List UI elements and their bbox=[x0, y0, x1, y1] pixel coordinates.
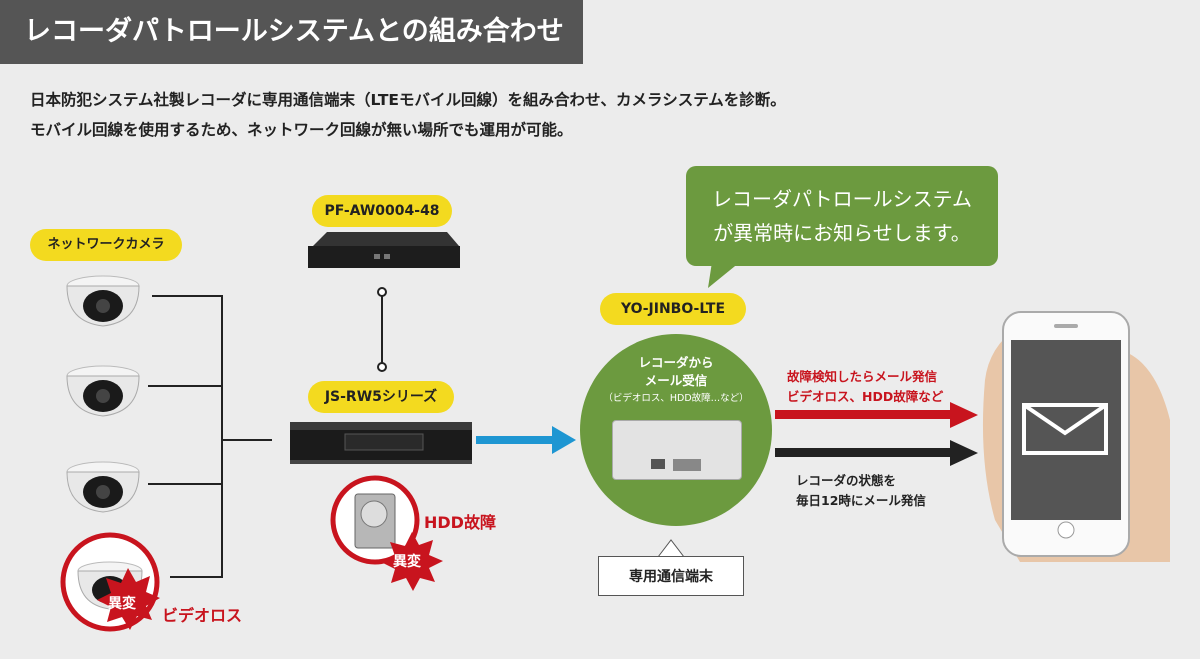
description-line-2: モバイル回線を使用するため、ネットワーク回線が無い場所でも運用が可能。 bbox=[30, 121, 573, 139]
blue-arrow bbox=[476, 426, 576, 454]
callout-tail bbox=[708, 262, 740, 288]
caption-tail bbox=[656, 539, 686, 558]
burst-icon bbox=[381, 532, 443, 591]
red-arrow-line-1: 故障検知したらメール発信 bbox=[787, 369, 938, 384]
rack-switch-icon bbox=[308, 232, 460, 268]
black-arrow-line-2: 毎日12時にメール発信 bbox=[796, 493, 926, 508]
hdd-icon bbox=[330, 475, 420, 565]
burst-icon bbox=[97, 568, 160, 630]
hdd-failure-label: HDD故障 bbox=[424, 513, 496, 532]
dome-camera-icon bbox=[66, 461, 140, 513]
page-title: レコーダパトロールシステムとの組み合わせ bbox=[0, 0, 583, 64]
camera-alert-badge: 異変 bbox=[108, 596, 136, 612]
video-loss-label: ビデオロス bbox=[162, 606, 243, 625]
switch-recorder-link bbox=[377, 287, 387, 372]
hdd-alert-badge: 異変 bbox=[393, 554, 421, 570]
terminal-circle-line-2: メール受信 bbox=[644, 373, 708, 388]
serial-port-icon bbox=[673, 459, 701, 471]
dome-camera-icon bbox=[66, 365, 140, 417]
switch-label: PF-AW0004-48 bbox=[312, 195, 452, 227]
lte-terminal-icon bbox=[612, 420, 742, 480]
notification-callout: レコーダパトロールシステム が異常時にお知らせします。 bbox=[686, 166, 998, 266]
red-arrow-line-2: ビデオロス、HDD故障など bbox=[787, 389, 944, 404]
callout-line-2: が異常時にお知らせします。 bbox=[713, 221, 971, 245]
terminal-circle-line-1: レコーダから bbox=[638, 355, 714, 370]
description-line-1: 日本防犯システム社製レコーダに専用通信端末（LTEモバイル回線）を組み合わせ、カ… bbox=[30, 91, 786, 109]
black-arrow-line-1: レコーダの状態を bbox=[796, 473, 897, 488]
camera-wiring bbox=[148, 295, 272, 578]
terminal-label: YO-JINBO-LTE bbox=[600, 293, 746, 325]
recorder-icon bbox=[290, 422, 472, 464]
black-arrow bbox=[775, 440, 978, 466]
recorder-label: JS-RW5シリーズ bbox=[308, 381, 454, 413]
cameras-label: ネットワークカメラ bbox=[30, 229, 182, 261]
terminal-circle-line-3: （ビデオロス、HDD故障…など） bbox=[603, 393, 749, 404]
mail-icon bbox=[1022, 403, 1108, 455]
ethernet-port-icon bbox=[651, 459, 665, 469]
callout-line-1: レコーダパトロールシステム bbox=[712, 187, 972, 211]
dome-camera-icon bbox=[66, 275, 140, 327]
red-arrow bbox=[775, 402, 978, 428]
terminal-caption: 専用通信端末 bbox=[598, 556, 744, 596]
